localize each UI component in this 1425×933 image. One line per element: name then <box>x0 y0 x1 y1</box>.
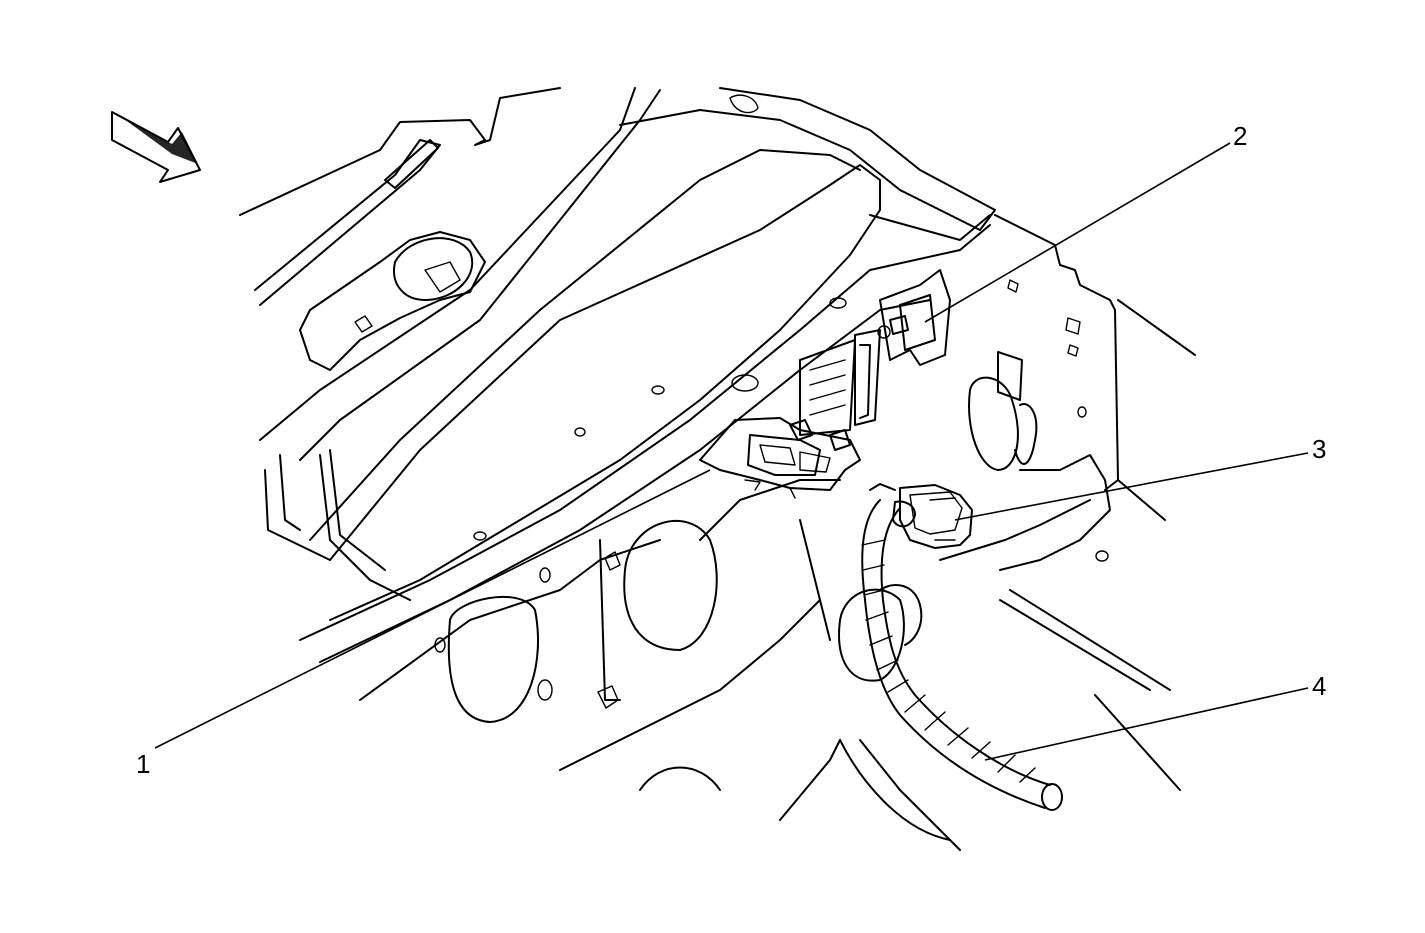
harness-connector <box>869 483 973 549</box>
callout-3: 3 <box>1312 434 1326 464</box>
leader-line-3 <box>954 452 1309 521</box>
floor-pan <box>359 479 961 851</box>
callout-4: 4 <box>1312 671 1326 701</box>
frame-cross-member <box>259 87 996 663</box>
leader-line-1 <box>154 469 711 749</box>
callout-labels: 1 2 3 4 <box>136 121 1326 779</box>
left-rail <box>264 449 411 601</box>
upper-body-panel <box>239 87 561 371</box>
firewall-panel <box>939 214 1196 791</box>
view-direction-arrow-icon <box>111 111 201 183</box>
leader-line-4 <box>984 687 1309 761</box>
wiring-harness <box>838 499 1063 811</box>
leader-lines <box>154 142 1309 761</box>
callout-2: 2 <box>1233 121 1247 151</box>
leader-line-2 <box>924 142 1231 323</box>
control-module <box>699 269 951 499</box>
callout-1: 1 <box>136 749 150 779</box>
